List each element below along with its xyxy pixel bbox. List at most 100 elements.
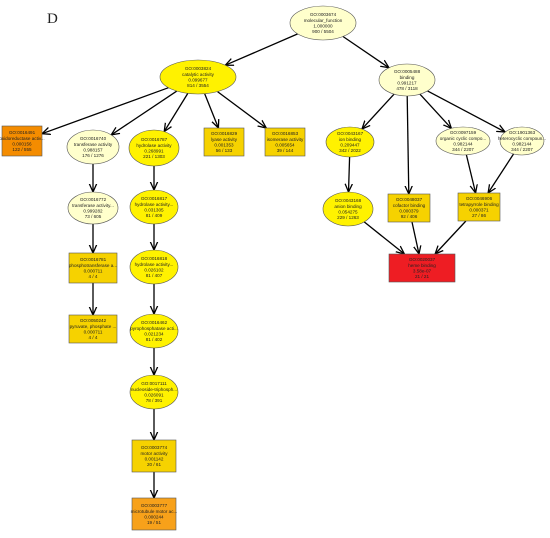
node-text-line: 0.099677 bbox=[188, 77, 208, 82]
node-text-line: organic cyclic compo... bbox=[440, 136, 486, 141]
node-shape bbox=[388, 253, 456, 283]
node-shape bbox=[378, 63, 436, 97]
node-text-line: 122 / 555 bbox=[12, 147, 32, 152]
nodes: GO:0003674molecular_function1.000000900 … bbox=[0, 5, 546, 531]
go-node-n1: GO:0003674molecular_function1.000000900 … bbox=[289, 5, 357, 41]
node-text-line: 0.026091 bbox=[144, 392, 164, 397]
node-text-line: 0.001353 bbox=[214, 142, 234, 147]
node-text-line: pyruvate, phosphate ... bbox=[70, 324, 117, 329]
node-text-line: 229 / 1263 bbox=[337, 215, 359, 220]
node-text-line: 21 / 21 bbox=[415, 274, 429, 279]
node-text-line: GO:0016817 bbox=[141, 196, 168, 201]
node-text-line: anion binding bbox=[334, 204, 362, 209]
node-shape bbox=[66, 129, 120, 165]
node-text-line: GO:0003674 bbox=[310, 12, 337, 17]
node-shape bbox=[1, 125, 43, 157]
node-shape bbox=[457, 192, 501, 222]
node-text-line: 56 / 133 bbox=[216, 148, 233, 153]
node-text-line: hydrolase activity... bbox=[135, 262, 174, 267]
edge-n3-n10 bbox=[419, 93, 451, 128]
node-text-line: 0.209447 bbox=[340, 142, 360, 147]
node-text-line: 4 / 4 bbox=[89, 274, 98, 279]
node-text-line: 0.000156 bbox=[12, 141, 32, 146]
node-shape bbox=[499, 126, 545, 156]
node-text-line: oxidoreductase activ... bbox=[0, 136, 45, 141]
node-text-line: microtubule motor ac... bbox=[131, 509, 178, 514]
node-text-line: 3.58e-07 bbox=[413, 268, 432, 273]
node-text-line: GO:0016462 bbox=[141, 320, 168, 325]
edge-n16-n19 bbox=[435, 220, 467, 254]
node-text-line: GO:0003824 bbox=[185, 66, 212, 71]
node-shape bbox=[131, 497, 177, 531]
node-text-line: 20 / 61 bbox=[147, 462, 161, 467]
edge-n11-n16 bbox=[488, 153, 515, 193]
node-text-line: GO:0016781 bbox=[80, 257, 107, 262]
node-shape bbox=[325, 126, 375, 158]
node-text-line: 176 / 1276 bbox=[82, 153, 104, 158]
node-shape bbox=[67, 191, 119, 225]
node-text-line: 0.021234 bbox=[144, 331, 164, 336]
node-text-line: isomerase activity bbox=[267, 137, 304, 142]
node-text-line: GO:0048037 bbox=[396, 197, 423, 202]
node-shape bbox=[322, 191, 374, 227]
node-text-line: 0.000244 bbox=[144, 514, 164, 519]
edge-n3-n11 bbox=[427, 90, 506, 132]
node-text-line: 1.000000 bbox=[313, 23, 333, 28]
node-text-line: phosphotransferase a... bbox=[69, 263, 117, 268]
node-text-line: 0.054275 bbox=[338, 209, 358, 214]
node-text-line: GO:0043167 bbox=[337, 131, 364, 136]
node-text-line: GO:0005488 bbox=[394, 69, 421, 74]
edge-n14-n19 bbox=[363, 221, 404, 254]
node-text-line: ion binding bbox=[339, 137, 362, 142]
edge-n2-n5 bbox=[111, 90, 178, 135]
node-text-line: GO:0016818 bbox=[141, 256, 168, 261]
node-text-line: GO:0046906 bbox=[466, 196, 493, 201]
node-text-line: tetrapyrrole binding bbox=[459, 202, 499, 207]
edge-n9-n14 bbox=[349, 156, 350, 192]
node-text-line: GO:0016853 bbox=[272, 131, 299, 136]
node-text-line: GO:0016491 bbox=[9, 130, 36, 135]
node-text-line: 814 / 3554 bbox=[187, 83, 209, 88]
node-text-line: 92 / 406 bbox=[401, 214, 418, 219]
node-text-line: 0.982144 bbox=[512, 141, 532, 146]
node-text-line: GO:0097159 bbox=[450, 130, 477, 135]
node-text-line: 0.000371 bbox=[469, 207, 489, 212]
edge-n15-n19 bbox=[411, 221, 419, 254]
node-text-line: 0.000711 bbox=[84, 268, 103, 273]
edge-n2-n6 bbox=[164, 93, 189, 131]
edge-n3-n15 bbox=[407, 95, 409, 194]
edge-n1-n3 bbox=[342, 35, 389, 68]
node-text-line: GO:0043168 bbox=[335, 198, 362, 203]
node-text-line: 344 / 2207 bbox=[511, 147, 533, 152]
edges bbox=[42, 33, 515, 498]
node-text-line: 0.268991 bbox=[144, 148, 164, 153]
node-text-line: 0.005654 bbox=[275, 142, 295, 147]
node-shape bbox=[128, 129, 180, 167]
node-text-line: 0.988157 bbox=[83, 147, 103, 152]
node-shape bbox=[68, 314, 118, 344]
node-text-line: GO:0016772 bbox=[80, 197, 107, 202]
node-text-line: hydrolase activity... bbox=[135, 202, 174, 207]
node-text-line: 0.031305 bbox=[144, 207, 164, 212]
node-text-line: cofactor binding bbox=[393, 203, 426, 208]
edge-n10-n16 bbox=[465, 154, 475, 193]
node-shape bbox=[387, 193, 431, 223]
node-text-line: 81 / 409 bbox=[146, 213, 163, 218]
node-text-line: molecular_function bbox=[304, 18, 343, 23]
node-text-line: 0.001142 bbox=[145, 456, 164, 461]
